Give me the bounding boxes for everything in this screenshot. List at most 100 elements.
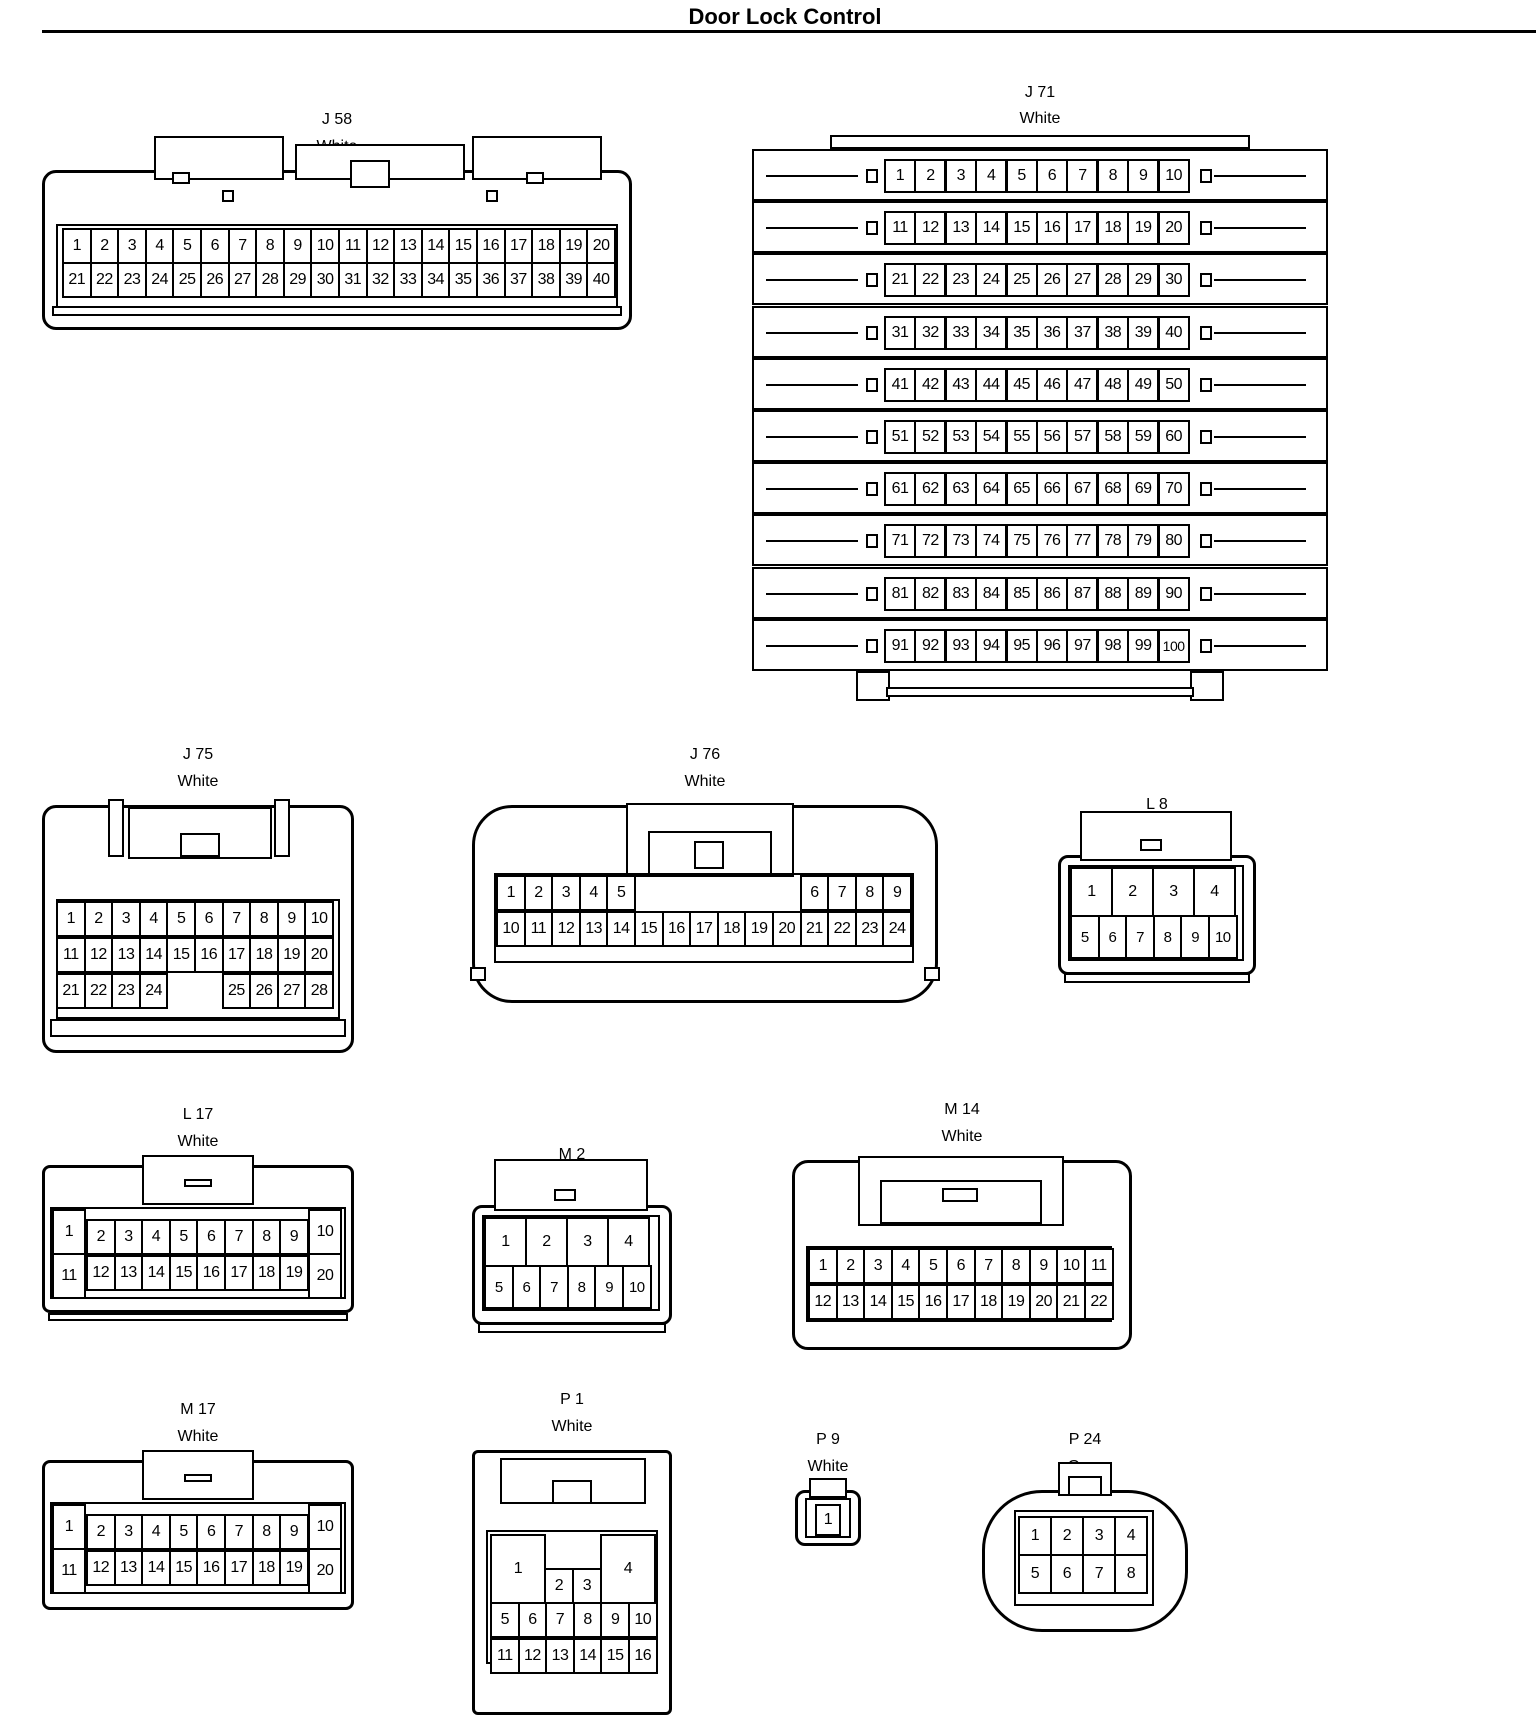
pin-12: 12 <box>83 937 114 973</box>
pin-90: 90 <box>1157 576 1190 611</box>
pin-10: 10 <box>1056 1248 1086 1284</box>
row-key <box>1200 482 1212 497</box>
pin-25: 25 <box>1005 263 1038 298</box>
pin-15: 15 <box>168 1255 199 1291</box>
row-line <box>766 279 858 282</box>
pin-84: 84 <box>975 576 1008 611</box>
pin-6: 6 <box>196 1514 226 1550</box>
lock-tab <box>222 190 234 202</box>
pin-36: 36 <box>476 262 506 298</box>
pin-5: 5 <box>484 1265 514 1309</box>
pin-23: 23 <box>944 263 977 298</box>
connector-id: P 9 <box>816 1431 840 1448</box>
pin-8: 8 <box>1001 1248 1031 1284</box>
pin-16: 16 <box>628 1638 658 1674</box>
pin-25: 25 <box>172 262 202 298</box>
pin-41: 41 <box>884 367 916 402</box>
pin-6: 6 <box>1036 159 1068 193</box>
pin-17: 17 <box>1066 211 1099 246</box>
connector-id: L 17 <box>182 1106 214 1123</box>
pin-58: 58 <box>1096 420 1129 454</box>
pin-20: 20 <box>1157 211 1190 246</box>
lock-tab <box>552 1480 592 1504</box>
pin-2: 2 <box>523 875 554 911</box>
row-line <box>766 175 858 177</box>
pin-15: 15 <box>448 228 478 264</box>
pin-1: 1 <box>52 1209 86 1255</box>
pin-48: 48 <box>1096 367 1129 402</box>
lock-tab <box>350 160 390 188</box>
pin-15: 15 <box>600 1638 630 1674</box>
pin-12: 12 <box>808 1284 838 1320</box>
pin-10: 10 <box>304 901 334 937</box>
pin-37: 37 <box>1066 315 1099 350</box>
pin-19: 19 <box>279 1255 309 1291</box>
pin-28: 28 <box>304 973 334 1009</box>
connector-color: White <box>941 1128 983 1145</box>
pin-14: 14 <box>420 228 451 264</box>
connector-id: P 24 <box>1068 1431 1102 1448</box>
pin-43: 43 <box>944 367 977 402</box>
title-rule <box>42 30 1536 33</box>
pin-98: 98 <box>1096 628 1129 663</box>
pin-9: 9 <box>279 1514 309 1550</box>
pin-75: 75 <box>1005 524 1038 559</box>
pin-11: 11 <box>338 228 368 264</box>
pin-15: 15 <box>168 1550 199 1586</box>
connector-color: White <box>177 1133 219 1150</box>
row-key <box>1200 534 1212 549</box>
pin-42: 42 <box>914 367 947 402</box>
pin-7: 7 <box>224 1219 254 1255</box>
pin-72: 72 <box>914 524 947 559</box>
pin-55: 55 <box>1005 420 1038 454</box>
pin-4: 4 <box>138 901 169 937</box>
pin-74: 74 <box>975 524 1008 559</box>
pin-13: 13 <box>545 1638 575 1674</box>
pin-4: 4 <box>1114 1516 1148 1556</box>
connector-p24: P 24Gray12345678 <box>982 1431 1188 1632</box>
lock-tab <box>172 172 190 184</box>
page-title: Door Lock Control <box>688 4 882 29</box>
pin-10: 10 <box>1208 915 1238 959</box>
pin-28: 28 <box>255 262 285 298</box>
pin-39: 39 <box>558 262 589 298</box>
pin-14: 14 <box>141 1550 171 1586</box>
pin-6: 6 <box>946 1248 976 1284</box>
pin-9: 9 <box>282 228 313 264</box>
pin-26: 26 <box>200 262 230 298</box>
pin-9: 9 <box>279 1219 309 1255</box>
latch-housing <box>274 799 290 857</box>
pin-17: 17 <box>224 1550 254 1586</box>
pin-63: 63 <box>944 472 977 507</box>
pin-49: 49 <box>1127 367 1160 402</box>
connector-color: White <box>177 1428 219 1445</box>
pin-1: 1 <box>884 159 916 193</box>
pin-14: 14 <box>975 211 1008 246</box>
row-key <box>866 586 878 601</box>
connector-id: M 2 <box>558 1146 586 1163</box>
row-line <box>766 383 858 386</box>
pin-27: 27 <box>1066 263 1099 298</box>
pin-12: 12 <box>517 1638 548 1674</box>
lock-tab <box>1140 839 1162 851</box>
pin-15: 15 <box>890 1284 921 1320</box>
pin-95: 95 <box>1005 628 1038 663</box>
pin-9: 9 <box>600 1602 630 1638</box>
pin-64: 64 <box>975 472 1008 507</box>
row-key <box>866 273 878 288</box>
pin-4: 4 <box>975 159 1008 193</box>
pin-10: 10 <box>622 1265 652 1309</box>
row-key <box>1200 377 1212 392</box>
pin-68: 68 <box>1096 472 1129 507</box>
pin-2: 2 <box>525 1217 568 1267</box>
pin-1: 1 <box>62 228 92 264</box>
pin-20: 20 <box>586 228 616 264</box>
lock-tab <box>694 841 724 869</box>
pin-26: 26 <box>249 973 279 1009</box>
pin-6: 6 <box>1050 1554 1084 1594</box>
pin-cavity <box>805 1498 851 1538</box>
pin-4: 4 <box>890 1248 921 1284</box>
